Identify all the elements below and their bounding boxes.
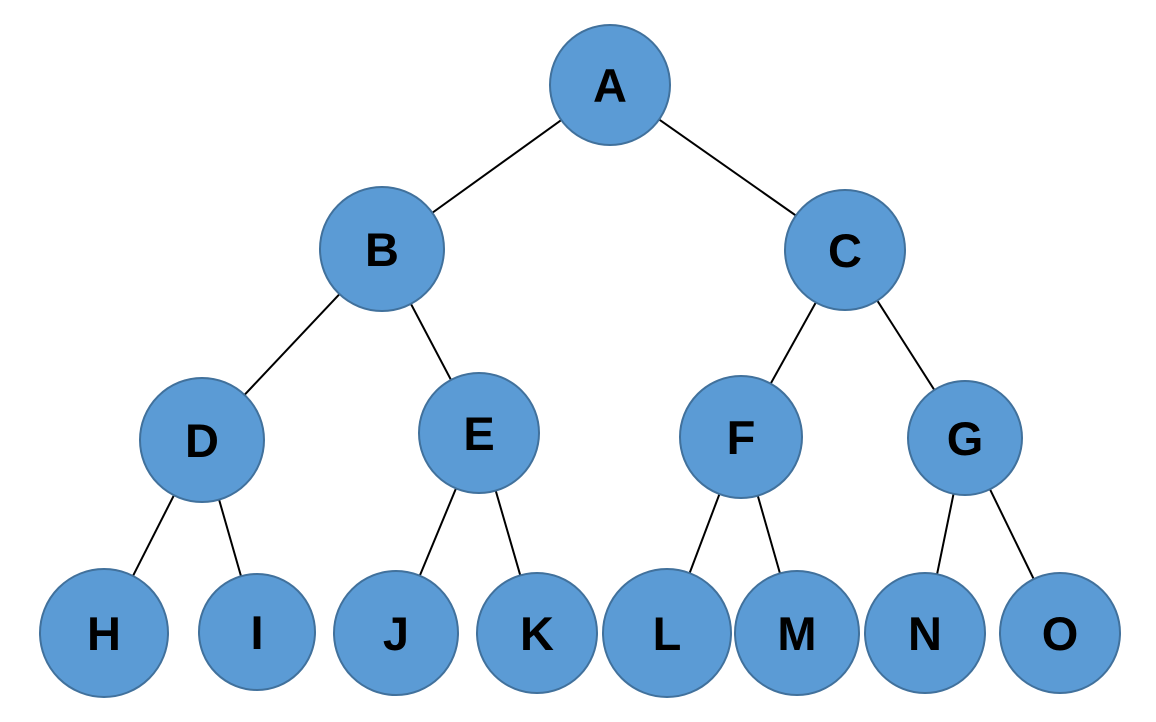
tree-node-K: K bbox=[476, 572, 598, 694]
tree-node-L: L bbox=[602, 568, 732, 698]
node-circle-L bbox=[602, 568, 732, 698]
node-circle-C bbox=[784, 189, 906, 311]
node-circle-E bbox=[418, 372, 540, 494]
node-label-I: I bbox=[250, 606, 263, 659]
tree-node-J: J bbox=[333, 570, 459, 696]
tree-node-F: F bbox=[679, 375, 803, 499]
node-label-B: B bbox=[365, 223, 399, 276]
tree-node-N: N bbox=[864, 572, 986, 694]
node-label-C: C bbox=[828, 224, 862, 277]
node-circle-D bbox=[139, 377, 265, 503]
tree-node-H: H bbox=[39, 568, 169, 698]
edges-layer bbox=[103, 84, 1061, 634]
tree-node-C: C bbox=[784, 189, 906, 311]
node-label-F: F bbox=[727, 411, 756, 464]
node-circle-G bbox=[907, 380, 1023, 496]
tree-node-A: A bbox=[549, 24, 671, 146]
node-circle-M bbox=[734, 570, 860, 696]
node-label-N: N bbox=[908, 607, 942, 660]
node-circle-H bbox=[39, 568, 169, 698]
node-circle-I bbox=[198, 573, 316, 691]
node-label-A: A bbox=[593, 59, 627, 112]
node-label-M: M bbox=[777, 607, 816, 660]
node-circle-A bbox=[549, 24, 671, 146]
nodes-layer: A B C D E F G H I J K L M N O bbox=[39, 24, 1121, 698]
node-label-L: L bbox=[653, 607, 682, 660]
tree-node-D: D bbox=[139, 377, 265, 503]
tree-node-G: G bbox=[907, 380, 1023, 496]
tree-node-B: B bbox=[319, 186, 445, 312]
node-label-K: K bbox=[520, 607, 554, 660]
node-circle-N bbox=[864, 572, 986, 694]
node-label-G: G bbox=[947, 412, 984, 465]
node-label-E: E bbox=[463, 407, 494, 460]
node-label-D: D bbox=[185, 414, 219, 467]
tree-node-O: O bbox=[999, 572, 1121, 694]
node-circle-K bbox=[476, 572, 598, 694]
tree-node-M: M bbox=[734, 570, 860, 696]
node-circle-J bbox=[333, 570, 459, 696]
node-label-J: J bbox=[383, 607, 409, 660]
tree-node-E: E bbox=[418, 372, 540, 494]
node-label-H: H bbox=[87, 607, 121, 660]
tree-node-I: I bbox=[198, 573, 316, 691]
node-circle-O bbox=[999, 572, 1121, 694]
node-circle-B bbox=[319, 186, 445, 312]
node-circle-F bbox=[679, 375, 803, 499]
node-label-O: O bbox=[1042, 607, 1079, 660]
